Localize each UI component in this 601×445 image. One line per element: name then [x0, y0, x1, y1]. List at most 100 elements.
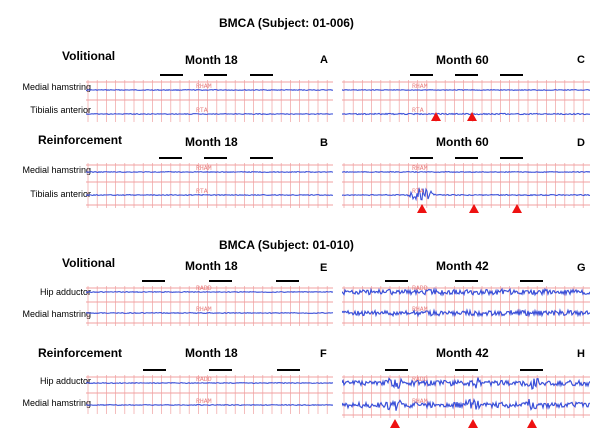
trace-name: RHAM — [412, 165, 428, 172]
marker-triangle — [431, 112, 441, 121]
emg-panel-e: RADD RHAM — [86, 280, 333, 326]
stim-bar — [250, 74, 273, 76]
emg-trace — [342, 377, 590, 390]
month-label: Month 18 — [185, 53, 238, 67]
trace-name: RHAM — [196, 398, 212, 405]
marker-triangle — [467, 112, 477, 121]
stim-bar — [410, 157, 433, 159]
stim-bar — [143, 369, 166, 371]
panel-letter: F — [320, 348, 327, 360]
grid — [86, 375, 333, 414]
trace-name: RADD — [196, 285, 212, 292]
emg-trace — [342, 187, 590, 202]
condition-label: Reinforcement — [38, 133, 123, 147]
channel-label: Hip adductor — [39, 287, 91, 297]
marker-triangle — [527, 419, 537, 428]
month-label: Month 42 — [436, 259, 489, 273]
trace-name: RHAM — [412, 83, 428, 90]
stim-bar — [455, 369, 478, 371]
month-label: Month 18 — [185, 346, 238, 360]
panel-letter: G — [577, 262, 586, 274]
stim-bar — [500, 74, 523, 76]
stim-bar — [209, 280, 232, 282]
trace-name: RTA — [196, 188, 208, 195]
emg-panel-b: RHAM RTA — [86, 157, 333, 209]
marker-triangle — [417, 204, 427, 213]
emg-trace — [86, 88, 333, 92]
channel-label: Hip adductor — [39, 376, 91, 386]
stim-bar — [209, 369, 232, 371]
channel-label: Medial hamstring — [22, 309, 91, 319]
channel-label: Medial hamstring — [22, 165, 91, 175]
stim-bar — [520, 280, 543, 282]
month-label: Month 42 — [436, 346, 489, 360]
emg-trace — [86, 170, 333, 174]
trace-name: RHAM — [196, 83, 212, 90]
trace-name: RTA — [412, 107, 424, 114]
section-title: BMCA (Subject: 01-010) — [219, 238, 354, 252]
section-title: BMCA (Subject: 01-006) — [219, 16, 354, 30]
stim-bar — [277, 369, 300, 371]
stim-bar — [385, 280, 408, 282]
stim-bar — [160, 74, 183, 76]
stim-bar — [250, 157, 273, 159]
trace-name: RADD — [412, 285, 428, 292]
stim-bar — [204, 157, 227, 159]
emg-panel-d: RHAM RTA — [342, 157, 590, 214]
grid — [86, 80, 333, 122]
grid — [342, 80, 590, 122]
grid — [342, 375, 590, 418]
condition-label: Volitional — [62, 256, 116, 270]
emg-trace — [342, 397, 590, 411]
emg-trace — [342, 308, 590, 318]
month-label: Month 18 — [185, 259, 238, 273]
stim-bar — [520, 369, 543, 371]
trace-name: RHAM — [196, 306, 212, 313]
panel-letter: A — [320, 54, 328, 66]
marker-triangle — [512, 204, 522, 213]
month-label: Month 60 — [436, 135, 489, 149]
emg-trace — [342, 112, 590, 116]
trace-name: RHAM — [196, 165, 212, 172]
emg-trace — [86, 113, 333, 116]
condition-label: Volitional — [62, 49, 116, 63]
trace-name: RHAM — [412, 306, 428, 313]
stim-bar — [455, 157, 478, 159]
emg-trace — [86, 403, 333, 406]
marker-triangle — [469, 204, 479, 213]
stim-bar — [204, 74, 227, 76]
grid — [342, 163, 590, 208]
emg-trace — [86, 291, 333, 294]
trace-name: RTA — [412, 188, 424, 195]
emg-panel-g: RADD RHAM — [342, 280, 590, 326]
emg-trace — [342, 170, 590, 174]
month-label: Month 18 — [185, 135, 238, 149]
stim-bar — [455, 280, 478, 282]
marker-triangle — [468, 419, 478, 428]
emg-panel-h: RADD RHAM — [342, 369, 590, 429]
trace-name: RTA — [196, 107, 208, 114]
trace-name: RHAM — [412, 398, 428, 405]
panel-letter: D — [577, 137, 585, 149]
emg-trace — [342, 88, 590, 92]
emg-trace — [342, 287, 590, 297]
condition-label: Reinforcement — [38, 346, 123, 360]
panel-letter: H — [577, 348, 585, 360]
grid — [86, 163, 333, 208]
channel-label: Medial hamstring — [22, 82, 91, 92]
stim-bar — [500, 157, 523, 159]
stim-bar — [276, 280, 299, 282]
emg-trace — [86, 381, 333, 385]
month-label: Month 60 — [436, 53, 489, 67]
trace-name: RADD — [412, 376, 428, 383]
emg-panel-a: RHAM RTA — [86, 74, 333, 122]
panel-letter: E — [320, 262, 328, 274]
channel-label: Medial hamstring — [22, 398, 91, 408]
stim-bar — [385, 369, 408, 371]
stim-bar — [455, 74, 478, 76]
stim-bar — [159, 157, 182, 159]
emg-trace — [86, 193, 333, 197]
emg-panel-c: RHAM RTA — [342, 74, 590, 122]
